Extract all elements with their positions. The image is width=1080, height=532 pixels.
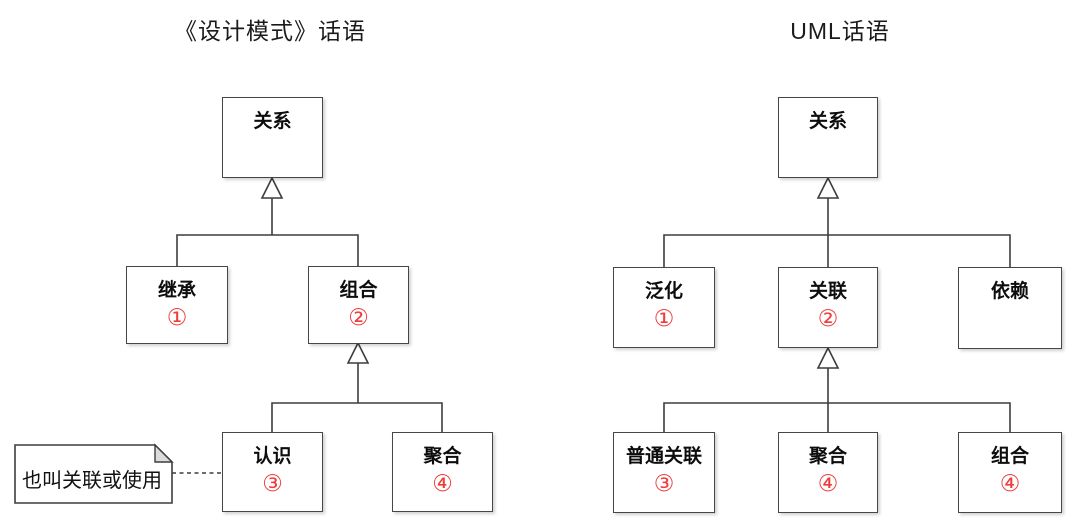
box-relation-left: 关系 bbox=[222, 97, 323, 178]
generalization-arrow-icon bbox=[816, 176, 840, 199]
box-common-association: 普通关联 ③ bbox=[613, 432, 715, 513]
note-fold-icon bbox=[154, 443, 174, 463]
node-number: ④ bbox=[999, 471, 1021, 497]
node-label: 关联 bbox=[808, 281, 847, 302]
node-number: ② bbox=[817, 306, 839, 332]
box-aggregation-right: 聚合 ④ bbox=[778, 432, 878, 513]
node-number: ④ bbox=[432, 471, 453, 497]
connector-right-row2 bbox=[663, 402, 1011, 432]
right-diagram-title: UML话语 bbox=[790, 18, 890, 44]
node-label: 认识 bbox=[253, 446, 292, 467]
node-label: 聚合 bbox=[808, 446, 847, 467]
box-acquaintance: 认识 ③ bbox=[222, 432, 323, 512]
note-shape bbox=[14, 444, 173, 504]
node-number: ① bbox=[653, 306, 675, 332]
connector-left-row2 bbox=[271, 402, 443, 432]
box-association: 关联 ② bbox=[778, 267, 878, 348]
node-label: 继承 bbox=[157, 280, 196, 301]
generalization-arrow-icon bbox=[816, 346, 840, 369]
connector-left-row1 bbox=[176, 234, 359, 266]
node-label: 普通关联 bbox=[625, 446, 702, 467]
box-generalization: 泛化 ① bbox=[613, 267, 715, 348]
box-aggregation-left: 聚合 ④ bbox=[392, 432, 493, 512]
node-label: 依赖 bbox=[990, 281, 1029, 302]
node-label: 聚合 bbox=[423, 446, 462, 467]
connector-right-row1 bbox=[663, 234, 1011, 267]
node-label: 关系 bbox=[808, 111, 847, 132]
note-text: 也叫关联或使用 bbox=[22, 470, 162, 492]
generalization-arrow-icon bbox=[346, 341, 370, 364]
node-label: 组合 bbox=[339, 280, 378, 301]
box-composition-left: 组合 ② bbox=[308, 266, 409, 344]
node-number: ④ bbox=[817, 471, 839, 497]
node-label: 泛化 bbox=[644, 281, 683, 302]
left-diagram-title: 《设计模式》话语 bbox=[174, 18, 366, 44]
generalization-arrow-icon bbox=[260, 176, 284, 199]
node-label: 关系 bbox=[253, 111, 292, 132]
node-label: 组合 bbox=[990, 446, 1029, 467]
node-number: ③ bbox=[262, 471, 283, 497]
box-relation-right: 关系 bbox=[778, 97, 878, 178]
node-number: ③ bbox=[653, 471, 675, 497]
box-composition-right: 组合 ④ bbox=[958, 432, 1062, 513]
node-number: ② bbox=[348, 305, 369, 331]
node-number: ① bbox=[166, 305, 188, 331]
box-dependency: 依赖 bbox=[958, 267, 1062, 349]
box-inheritance: 继承 ① bbox=[126, 266, 228, 344]
